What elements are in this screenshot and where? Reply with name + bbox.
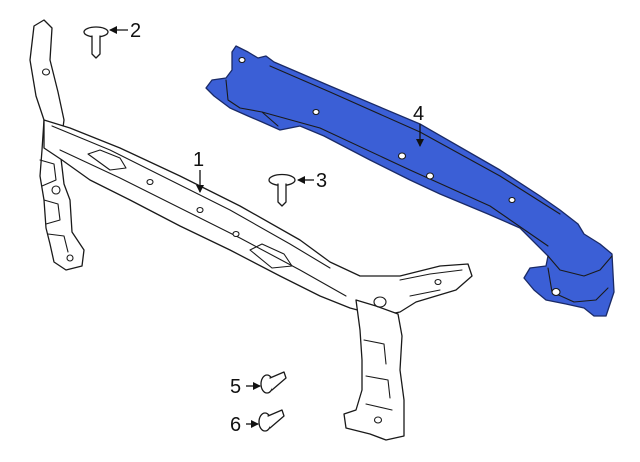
callout-6: 6 — [230, 414, 241, 436]
reinforcement-bar-body — [205, 45, 615, 317]
callout-4: 4 — [413, 103, 424, 125]
bolt-2-head — [83, 26, 109, 38]
tie-bar-hole — [434, 278, 442, 286]
bolt-3 — [268, 173, 296, 207]
callout-2: 2 — [130, 20, 141, 42]
tie-bar-hole — [51, 185, 61, 195]
callout-1: 1 — [193, 149, 204, 171]
tie-bar-hole — [373, 296, 387, 308]
tie-bar-hole — [66, 254, 74, 262]
reinforcement-hole — [397, 152, 407, 160]
bolt-2 — [83, 26, 109, 59]
reinforcement-bar-right-bracket — [547, 255, 613, 277]
reinforcement-hole — [312, 108, 320, 116]
tie-bar-right-bracket — [363, 339, 393, 411]
tie-bar-hole — [146, 178, 154, 186]
bolt-5-shank — [269, 371, 287, 391]
tie-bar-hole — [232, 230, 240, 238]
callout-3: 3 — [316, 170, 327, 192]
bolt-5 — [260, 371, 287, 394]
tie-bar-hole — [41, 68, 51, 76]
reinforcement-hole — [551, 287, 561, 297]
tie-bar — [29, 19, 473, 441]
tie-bar-hole — [196, 206, 204, 214]
bolt-3-shank — [277, 183, 287, 207]
reinforcement-bar — [205, 45, 615, 317]
tie-bar-stamp — [87, 149, 127, 171]
callout-5: 5 — [230, 376, 241, 398]
reinforcement-bar-ridge-lower — [261, 111, 549, 247]
bolt-6-shank — [267, 409, 285, 429]
tie-bar-left-bracket — [39, 159, 69, 253]
tie-bar-lower-ridge — [59, 149, 347, 297]
reinforcement-hole — [425, 172, 435, 180]
tie-bar-stamp — [249, 243, 293, 269]
tie-bar-right-post — [343, 299, 405, 441]
bolt-6 — [258, 409, 285, 432]
reinforcement-hole — [238, 56, 246, 64]
tie-bar-hole — [373, 416, 383, 424]
bolt-2-shank — [91, 35, 101, 59]
tie-bar-main-beam — [43, 119, 473, 317]
tie-bar-top-ridge — [51, 125, 331, 269]
tie-bar-right-flange — [399, 269, 463, 297]
bolt-3-head — [268, 173, 296, 187]
reinforcement-bar-left-bracket — [225, 79, 279, 127]
reinforcement-bar-right-foot — [547, 267, 609, 303]
reinforcement-hole — [508, 196, 516, 204]
